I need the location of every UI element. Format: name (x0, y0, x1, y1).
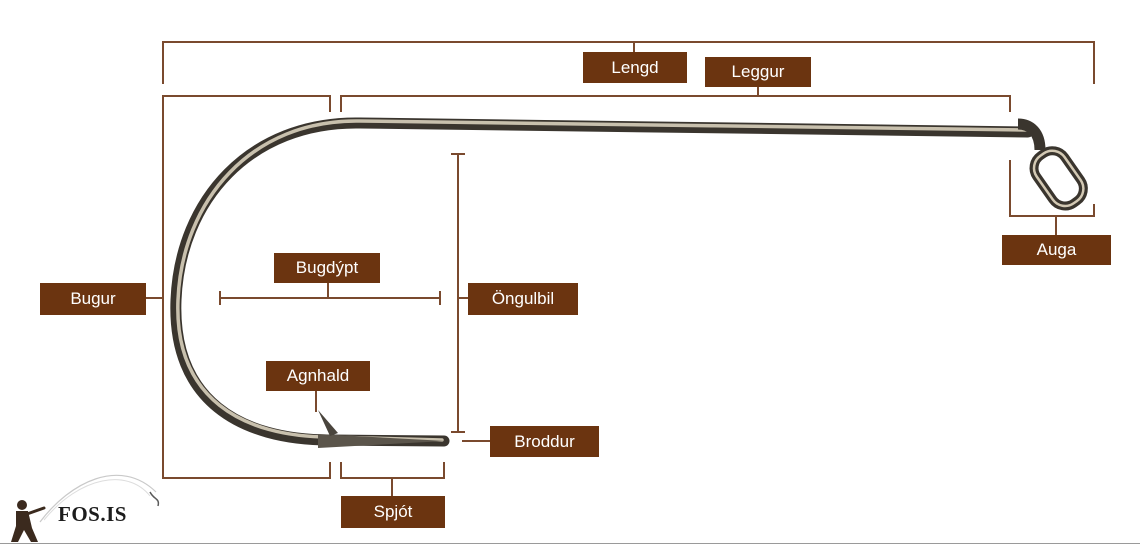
label-point: Broddur (490, 426, 599, 457)
bottom-divider (0, 543, 1140, 544)
fos-logo (11, 474, 160, 542)
spear-bracket (340, 462, 445, 479)
label-throat: Bugdýpt (274, 253, 380, 283)
label-barb: Agnhald (266, 361, 370, 391)
hook-illustration (170, 117, 1088, 448)
hook-eye (1029, 146, 1088, 211)
throat-dimension (219, 283, 441, 305)
label-gap: Öngulbil (468, 283, 578, 315)
label-shank: Leggur (705, 57, 811, 87)
label-spear: Spjót (341, 496, 445, 528)
hook-barb-spur (318, 410, 338, 436)
label-length: Lengd (583, 52, 687, 83)
gap-dimension (451, 153, 468, 433)
fos-logo-text: FOS.IS (58, 502, 127, 526)
shank-bracket (340, 95, 1011, 112)
label-eye: Auga (1002, 235, 1111, 265)
dimension-brackets (146, 41, 1095, 496)
hook-wire-highlight (176, 119, 1030, 442)
hook-eye-bend (1017, 118, 1046, 151)
eye-bracket (1009, 160, 1095, 217)
length-bracket (162, 41, 1095, 84)
hook-point (318, 434, 446, 448)
angler-silhouette-icon (11, 474, 160, 542)
bend-bracket (162, 95, 331, 479)
label-bend: Bugur (40, 283, 146, 315)
